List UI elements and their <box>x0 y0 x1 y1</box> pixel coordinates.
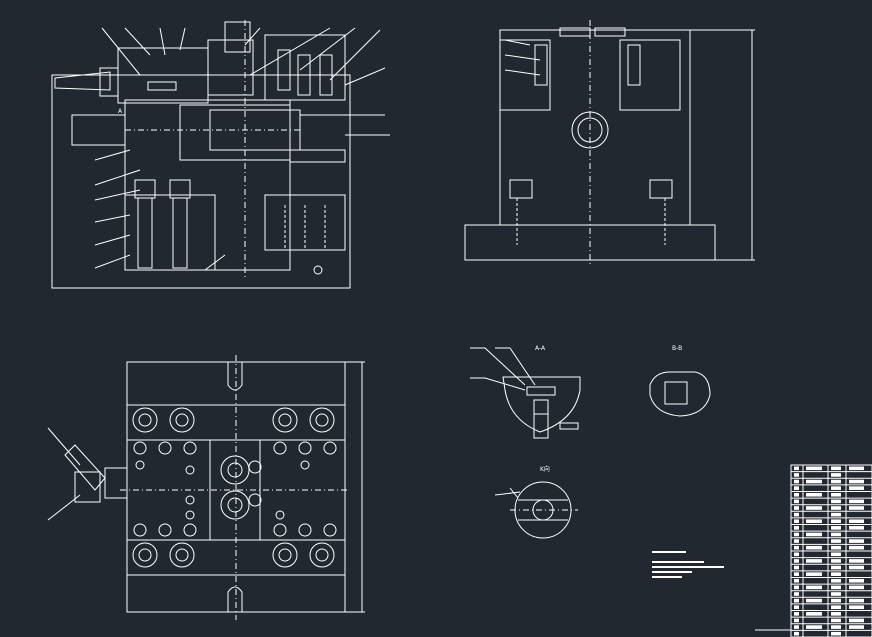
row-index-mark <box>794 612 799 616</box>
row-index-mark <box>794 499 799 504</box>
knurled-knob <box>71 114 126 146</box>
technical-notes <box>652 551 724 578</box>
row-index-mark <box>794 631 799 636</box>
side-body <box>499 29 691 226</box>
row-index-mark <box>794 598 799 603</box>
row-index-mark <box>794 585 799 590</box>
section-b-b: B-B <box>649 345 711 417</box>
row-index-mark <box>794 492 799 497</box>
row-index-mark <box>794 466 799 471</box>
front-section-view: A <box>51 20 390 289</box>
row-index-mark <box>794 552 799 557</box>
row-index-mark <box>794 506 799 510</box>
plan-view <box>47 355 365 620</box>
view-a-marker: A <box>118 108 123 115</box>
row-index-mark <box>794 479 799 484</box>
plan-knob <box>74 471 101 503</box>
row-index-mark <box>794 625 799 629</box>
section-a-label: A-A <box>535 345 546 352</box>
row-index-mark <box>794 539 799 543</box>
row-index-mark <box>794 572 799 576</box>
view-k: K向 <box>494 465 578 539</box>
row-index-mark <box>794 512 799 517</box>
view-k-label: K向 <box>540 465 550 473</box>
row-index-mark <box>794 545 799 550</box>
row-index-mark <box>794 526 799 530</box>
clamp-body <box>264 34 346 101</box>
row-index-mark <box>794 532 799 537</box>
row-index-mark <box>794 473 799 477</box>
row-index-mark <box>794 565 799 570</box>
top-screw <box>224 21 251 53</box>
row-index-mark <box>794 519 799 524</box>
row-index-mark <box>794 486 799 490</box>
row-index-mark <box>794 618 799 623</box>
section-b-label: B-B <box>672 345 682 352</box>
side-view <box>464 20 755 265</box>
row-index-mark <box>794 605 799 610</box>
parts-list-table <box>755 464 872 637</box>
row-index-mark <box>794 578 799 583</box>
clamp-handle <box>54 71 111 91</box>
section-a-a: A-A <box>470 345 581 439</box>
row-index-mark <box>794 559 799 563</box>
row-index-mark <box>794 592 799 596</box>
